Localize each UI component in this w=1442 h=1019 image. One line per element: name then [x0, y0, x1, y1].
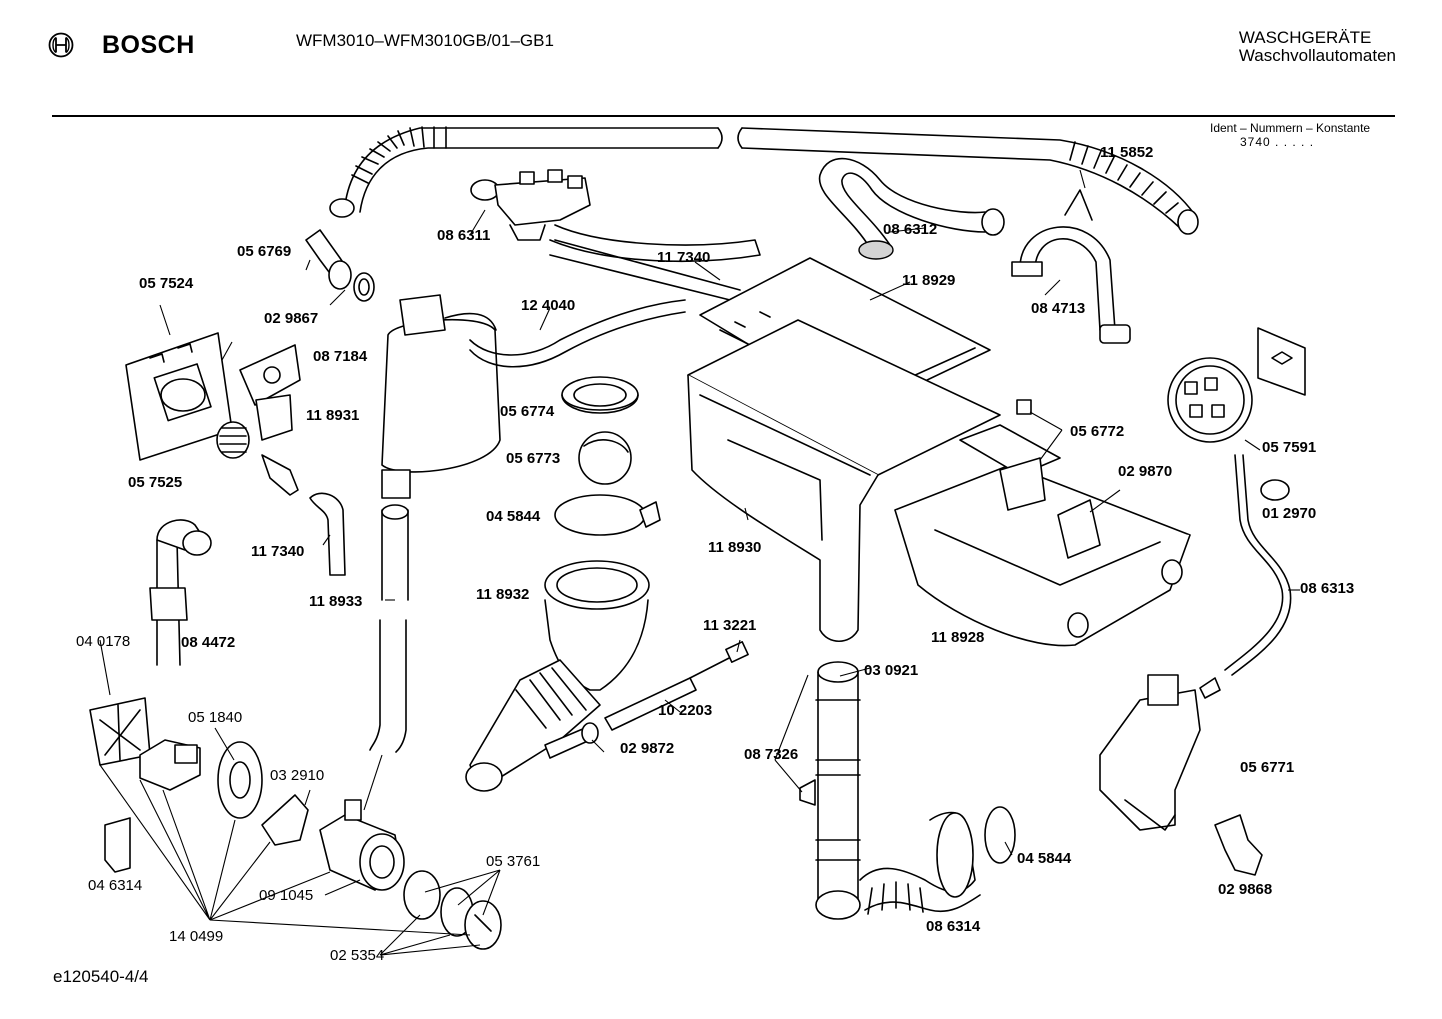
- bosch-logo-icon: [48, 32, 74, 58]
- part-029868: [1214, 814, 1263, 876]
- label-086314: 08 6314: [926, 918, 981, 935]
- label-057591: 05 7591: [1262, 439, 1316, 456]
- hose-bracket: [1011, 189, 1131, 344]
- label-115852: 11 5852: [1100, 144, 1153, 161]
- label-084713: 08 4713: [1031, 300, 1085, 317]
- label-056774: 05 6774: [500, 403, 555, 420]
- clip-046314: [104, 817, 131, 873]
- label-084472: 08 4472: [181, 634, 235, 651]
- label-056771: 05 6771: [1240, 759, 1294, 776]
- label-012970: 01 2970: [1262, 505, 1316, 522]
- part-labels: 11 5852 08 6311 05 6769 05 7524 02 9867 …: [76, 144, 1354, 964]
- label-040178: 04 0178: [76, 633, 130, 650]
- label-030921: 03 0921: [864, 662, 918, 679]
- label-025354: 02 5354: [330, 947, 384, 964]
- label-118928: 11 8928: [931, 629, 984, 646]
- grommet-012970: [1260, 479, 1290, 501]
- label-118932: 11 8932: [476, 586, 529, 603]
- pump-cover: [261, 794, 309, 846]
- water-valve-top: [470, 169, 761, 301]
- ident-block: Ident – Nummern – Konstante 3740 . . . .…: [1210, 121, 1370, 149]
- label-029872: 02 9872: [620, 740, 674, 757]
- label-029868: 02 9868: [1218, 881, 1272, 898]
- inlet-elbow: [305, 229, 375, 302]
- ident-label: Ident – Nummern – Konstante: [1210, 121, 1371, 135]
- detergent-chamber: [381, 294, 501, 499]
- label-086313: 08 6313: [1300, 580, 1354, 597]
- leader-lines: [99, 169, 1300, 956]
- label-117340-top: 11 7340: [657, 249, 710, 266]
- label-091045: 09 1045: [259, 887, 313, 904]
- pump-motor: [139, 739, 201, 791]
- drain-outlet-hose: [818, 157, 1005, 260]
- drain-hose-vertical: [369, 504, 409, 753]
- rear-plate: [125, 332, 233, 461]
- label-045844-upper: 04 5844: [486, 508, 541, 525]
- category-subtitle: Waschvollautomaten: [1238, 46, 1396, 65]
- label-057525: 05 7525: [128, 474, 182, 491]
- pressure-tube: [1224, 454, 1284, 671]
- label-056773: 05 6773: [506, 450, 560, 467]
- label-056769: 05 6769: [237, 243, 291, 260]
- ident-value: 3740 . . . . .: [1240, 135, 1315, 149]
- label-118931: 11 8931: [306, 407, 359, 424]
- detergent-drawer: [894, 464, 1191, 647]
- model-number: WFM3010–WFM3010GB/01–GB1: [296, 31, 554, 50]
- label-053761: 05 3761: [486, 853, 540, 870]
- seal-rings: [554, 376, 661, 536]
- label-045844-lower: 04 5844: [1017, 850, 1072, 867]
- label-046314: 04 6314: [88, 877, 142, 894]
- label-086312: 08 6312: [883, 221, 937, 238]
- label-056772: 05 6772: [1070, 423, 1124, 440]
- label-102203: 10 2203: [658, 702, 712, 719]
- level-chamber: [1099, 674, 1221, 831]
- label-087326: 08 7326: [744, 746, 798, 763]
- tub-outlet-boot: [465, 560, 650, 792]
- inlet-hose: [329, 126, 1199, 235]
- label-118929: 11 8929: [902, 272, 955, 289]
- category-title: WASCHGERÄTE: [1238, 28, 1372, 47]
- dispenser-housing: [687, 319, 1001, 643]
- document-code: e120540-4/4: [53, 967, 149, 986]
- label-032910: 03 2910: [270, 767, 324, 784]
- label-051840: 05 1840: [188, 709, 242, 726]
- drain-pipe-assembly: [799, 661, 861, 920]
- valve-bracket: [216, 344, 301, 496]
- brand-name: BOSCH: [102, 30, 195, 59]
- category-block: WASCHGERÄTE Waschvollautomaten: [1239, 29, 1396, 65]
- label-118933: 11 8933: [309, 593, 362, 610]
- filter-cap-025354: [464, 900, 502, 950]
- label-117340-lower: 11 7340: [251, 543, 304, 560]
- siphon-cap: [959, 399, 1101, 559]
- left-pipe-group: [149, 519, 212, 666]
- hose-124040: [469, 299, 686, 356]
- pump-impeller: [217, 741, 263, 819]
- label-118930: 11 8930: [708, 539, 761, 556]
- label-029867: 02 9867: [264, 310, 318, 327]
- label-029870: 02 9870: [1118, 463, 1172, 480]
- label-124040: 12 4040: [521, 297, 575, 314]
- label-087184: 08 7184: [313, 348, 368, 365]
- label-086311: 08 6311: [437, 227, 490, 244]
- corrugated-hose: [859, 806, 1016, 915]
- drain-pump: [319, 799, 405, 891]
- impeller-053761: [403, 870, 441, 920]
- label-057524: 05 7524: [139, 275, 194, 292]
- pressure-switch: [1167, 327, 1306, 443]
- brand: BOSCH: [48, 30, 195, 60]
- label-140499: 14 0499: [169, 928, 223, 945]
- header-divider: [52, 115, 1395, 117]
- label-113221: 11 3221: [703, 617, 756, 634]
- hose-117340: [309, 492, 346, 576]
